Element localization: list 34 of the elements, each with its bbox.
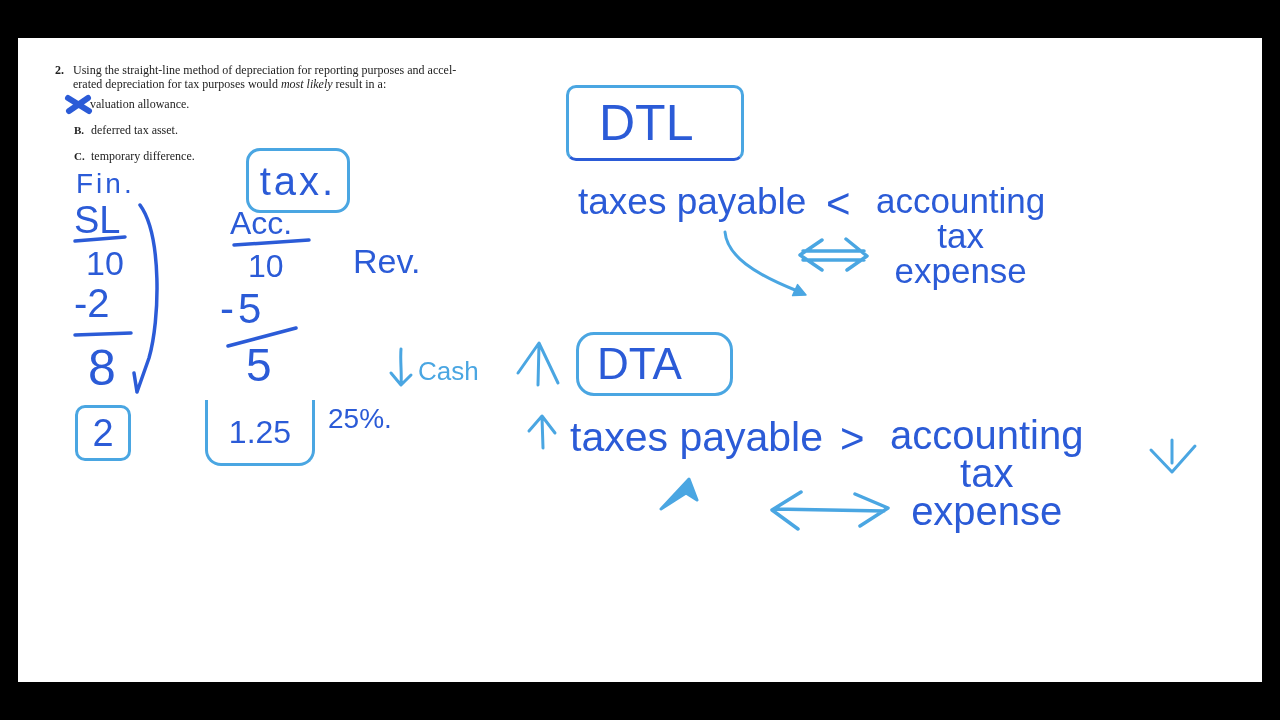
handwritten-label: DTL [599, 98, 694, 148]
comparison-sign: > [840, 418, 865, 460]
handwritten-number: -2 [74, 283, 110, 323]
handwritten-label: tax. [259, 160, 337, 201]
comparison-sign: < [826, 183, 851, 225]
column-heading: SL [74, 205, 121, 236]
handwritten-label: 2 [92, 414, 114, 452]
hand-drawn-frame [246, 148, 350, 213]
handwritten-number: 10 [248, 250, 284, 282]
handwritten-number: 5 [246, 342, 272, 388]
handwritten-note: Rev. [353, 244, 421, 278]
hand-drawn-frame [576, 332, 733, 396]
handwritten-note: accounting tax expense [876, 183, 1046, 288]
answer-option: deferred tax asset. [91, 123, 178, 137]
handwritten-label: 1.25 [228, 415, 292, 448]
handwritten-note: taxes payable [578, 183, 807, 220]
handwritten-number: 10 [86, 246, 124, 280]
hand-drawn-frame [566, 85, 744, 161]
option-letter: C. [74, 149, 85, 163]
question-text: Using the straight-line method of depreciation for reporting purposes and accel-erated depreciation for tax purposes would most likely result in a: [73, 63, 458, 91]
option-letter: B. [74, 123, 85, 137]
handwritten-number: -5 [220, 288, 266, 330]
hand-drawn-frame [75, 405, 131, 461]
handwritten-note: taxes payable [570, 417, 823, 458]
column-heading: Acc. [230, 211, 293, 237]
handwritten-note: Cash [418, 358, 479, 384]
column-heading: Fin. [76, 170, 135, 198]
handwritten-number: 8 [88, 343, 116, 393]
handwritten-label: DTA [597, 342, 682, 386]
question-number: 2. [55, 63, 64, 77]
answer-option: valuation allowance. [90, 97, 190, 111]
handwritten-number: 25%. [328, 405, 392, 433]
answer-option: temporary difference. [91, 149, 195, 163]
hand-drawn-frame [205, 400, 315, 466]
